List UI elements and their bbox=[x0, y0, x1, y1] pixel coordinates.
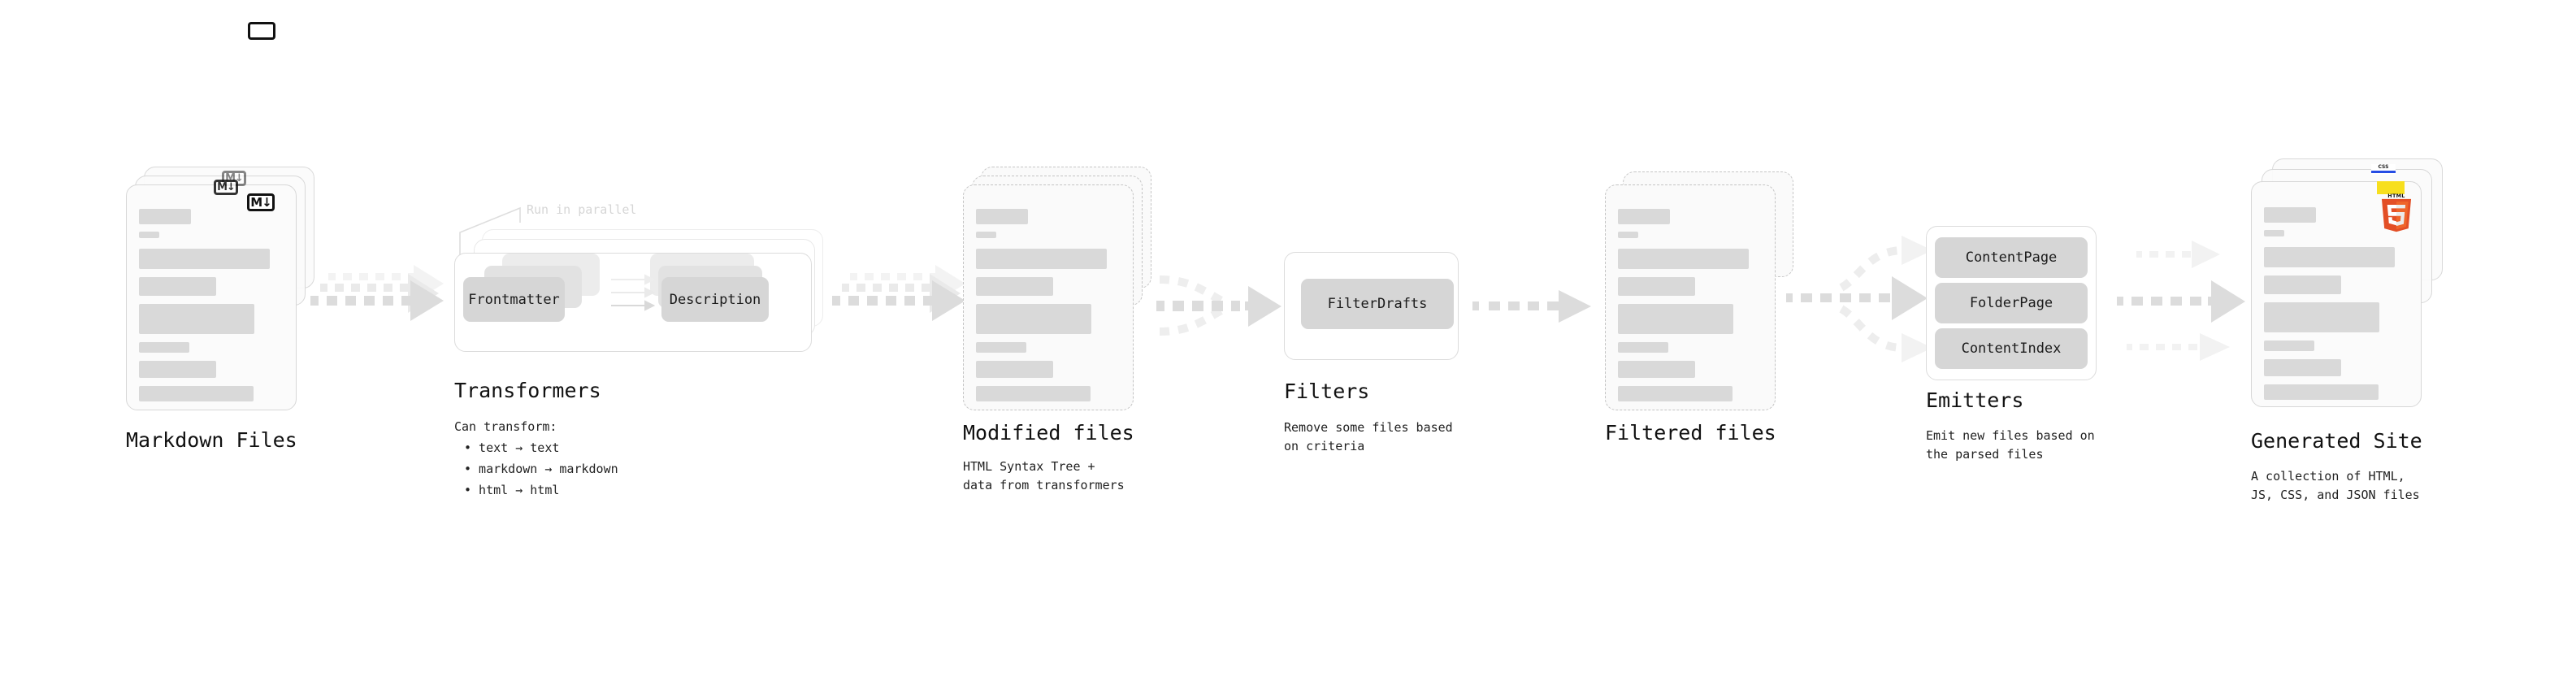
markdown-files-stack: M↓ M↓ bbox=[126, 22, 314, 410]
markdown-logo-icon-mid: M↓ bbox=[214, 180, 238, 195]
modified-files-heading: Modified files bbox=[963, 421, 1134, 445]
emitters-heading: Emitters bbox=[1926, 388, 2024, 412]
html5-logo-icon: HTML bbox=[2381, 193, 2412, 232]
transformer-pill-description[interactable]: Description bbox=[661, 277, 769, 322]
css-badge-icon: CSS bbox=[2371, 164, 2396, 175]
filtered-files-heading: Filtered files bbox=[1605, 421, 1776, 445]
arrow-emitters-to-site bbox=[2117, 241, 2245, 361]
filters-subtext-0: Remove some files based bbox=[1284, 420, 1453, 435]
markdown-file-content bbox=[126, 184, 297, 410]
transformers-bullet-2: • html → html bbox=[464, 483, 560, 497]
markdown-logo-icon bbox=[248, 22, 275, 40]
emitters-subtext-0: Emit new files based on bbox=[1926, 428, 2095, 443]
emitter-pill-contentpage[interactable]: ContentPage bbox=[1935, 237, 2088, 278]
filter-pill-filterdrafts[interactable]: FilterDrafts bbox=[1301, 279, 1454, 329]
modified-file-content bbox=[963, 184, 1134, 410]
transformer-pill-frontmatter[interactable]: Frontmatter bbox=[463, 277, 565, 322]
emitter-pill-contentindex[interactable]: ContentIndex bbox=[1935, 328, 2088, 369]
js-badge-icon bbox=[2377, 181, 2405, 194]
svg-text:HTML: HTML bbox=[2387, 193, 2405, 199]
css-badge-rule bbox=[2371, 171, 2396, 173]
generated-site-content bbox=[2251, 181, 2422, 407]
generated-site-subtext-0: A collection of HTML, bbox=[2251, 469, 2405, 484]
markdown-files-heading: Markdown Files bbox=[126, 428, 297, 452]
transformers-heading: Transformers bbox=[454, 379, 601, 402]
arrow-markdown-to-transformers bbox=[310, 265, 444, 321]
transformers-subtext-lead: Can transform: bbox=[454, 419, 557, 434]
modified-files-subtext-1: data from transformers bbox=[963, 478, 1125, 492]
filters-subtext-1: on criteria bbox=[1284, 439, 1365, 453]
transformer-inner-arrows bbox=[611, 274, 656, 311]
modified-files-stack bbox=[963, 167, 1151, 410]
run-in-parallel-bracket bbox=[459, 206, 521, 255]
css-badge-label: CSS bbox=[2378, 164, 2389, 170]
transformers-bullet-0: • text → text bbox=[464, 440, 560, 455]
arrow-filters-to-filtered bbox=[1472, 290, 1591, 323]
emitter-pill-folderpage[interactable]: FolderPage bbox=[1935, 283, 2088, 323]
emitters-subtext-1: the parsed files bbox=[1926, 447, 2044, 462]
transformers-bullet-1: • markdown → markdown bbox=[464, 462, 618, 476]
modified-files-subtext-0: HTML Syntax Tree + bbox=[963, 459, 1095, 474]
generated-site-heading: Generated Site bbox=[2251, 429, 2422, 453]
filtered-files-stack bbox=[1605, 167, 1793, 410]
markdown-logo-icon-front: M↓ bbox=[247, 193, 275, 211]
filtered-file-content bbox=[1605, 184, 1776, 410]
arrow-modified-to-filters-fanin bbox=[1156, 275, 1281, 336]
arrow-filtered-to-emitters-fanout bbox=[1786, 236, 1932, 362]
arrow-transformers-to-modified bbox=[832, 265, 965, 321]
filters-heading: Filters bbox=[1284, 380, 1370, 403]
generated-site-subtext-1: JS, CSS, and JSON files bbox=[2251, 488, 2420, 502]
run-in-parallel-label: Run in parallel bbox=[527, 202, 637, 217]
